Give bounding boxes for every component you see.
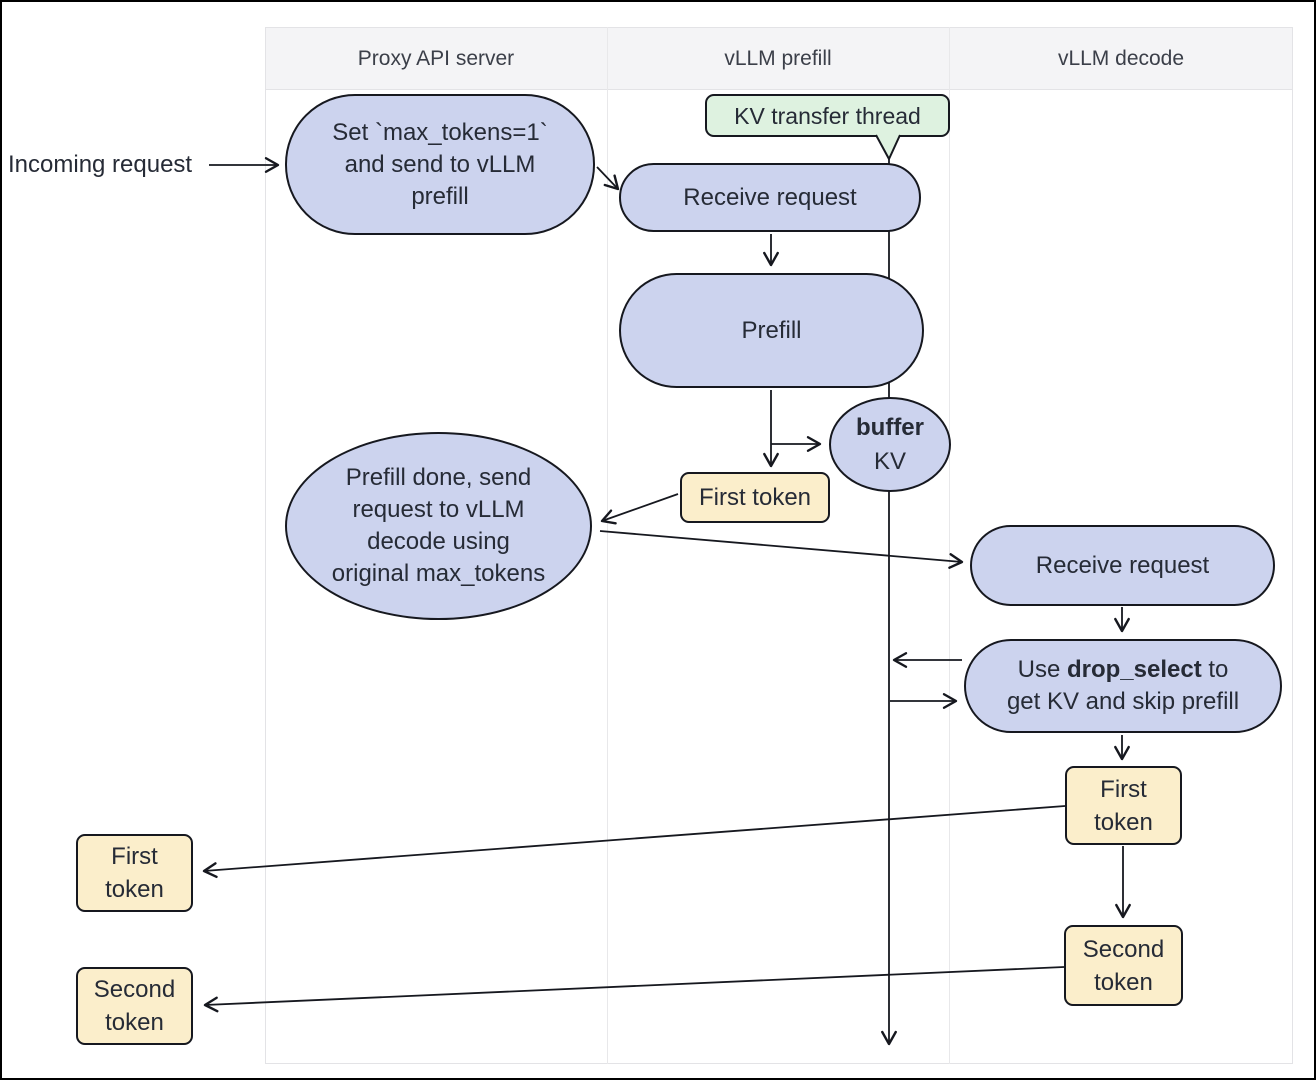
node-first-token-decode: First token bbox=[1065, 766, 1182, 845]
node-line: and send to vLLM bbox=[344, 150, 536, 178]
incoming-request-label: Incoming request bbox=[8, 151, 193, 178]
node-line: token bbox=[105, 1009, 164, 1036]
node-line: get KV and skip prefill bbox=[1006, 688, 1240, 715]
node-prefill: Prefill bbox=[619, 273, 924, 388]
node-line: buffer bbox=[856, 413, 924, 441]
node-second-token-client: Second token bbox=[76, 967, 193, 1045]
node-line: token bbox=[1094, 968, 1153, 996]
node-receive-request-decode: Receive request bbox=[970, 525, 1275, 606]
column-header-prefill: vLLM prefill bbox=[724, 46, 832, 70]
node-line: token bbox=[1094, 808, 1153, 836]
node-line: token bbox=[105, 876, 164, 903]
node-line: original max_tokens bbox=[331, 560, 546, 587]
node-line: Use drop_select to bbox=[1018, 654, 1229, 686]
node-line: Set `max_tokens=1` bbox=[332, 118, 548, 146]
node-line: prefill bbox=[411, 182, 469, 210]
node-line: KV bbox=[873, 447, 906, 475]
text-segment: to bbox=[1201, 656, 1229, 683]
node-line: First bbox=[1100, 775, 1147, 803]
node-line: Prefill done, send bbox=[345, 464, 532, 491]
node-line: Second bbox=[93, 976, 176, 1003]
column-separator-2 bbox=[949, 27, 950, 1064]
node-first-token-prefill: First token bbox=[680, 472, 830, 523]
node-line: request to vLLM bbox=[352, 496, 525, 523]
node-receive-request-prefill: Receive request bbox=[619, 163, 921, 232]
node-line: First bbox=[111, 843, 158, 870]
node-line: decode using bbox=[367, 528, 510, 555]
column-header-decode: vLLM decode bbox=[1057, 46, 1185, 70]
text-segment-bold: drop_select bbox=[1066, 656, 1202, 683]
node-kv-transfer-thread: KV transfer thread bbox=[705, 94, 950, 137]
node-first-token-client: First token bbox=[76, 834, 193, 912]
column-separator-1 bbox=[607, 27, 608, 1064]
node-use-drop-select: Use drop_select to get KV and skip prefi… bbox=[964, 639, 1282, 733]
node-second-token-decode: Second token bbox=[1064, 925, 1183, 1006]
column-header-strip bbox=[265, 27, 1293, 90]
column-header-proxy: Proxy API server bbox=[357, 46, 515, 70]
node-line: Second bbox=[1082, 935, 1165, 963]
node-set-max-tokens: Set `max_tokens=1` and send to vLLM pref… bbox=[285, 94, 595, 235]
node-buffer-kv: buffer KV bbox=[829, 397, 951, 492]
text-segment: Use bbox=[1017, 656, 1067, 683]
node-prefill-done: Prefill done, send request to vLLM decod… bbox=[285, 432, 592, 620]
